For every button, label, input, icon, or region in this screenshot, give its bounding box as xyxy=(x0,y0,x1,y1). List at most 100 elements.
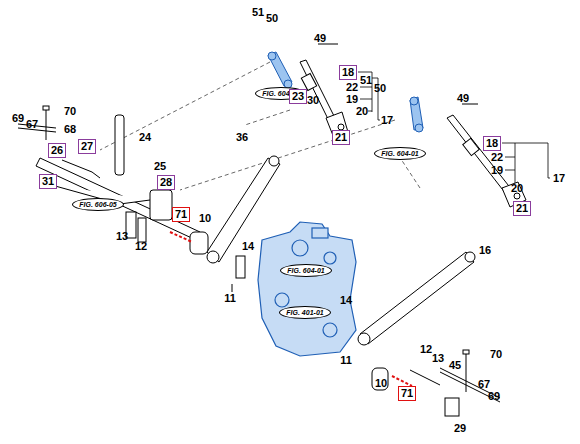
callout-number: 71 xyxy=(401,387,413,400)
figure-reference: FIG. 401-01 xyxy=(279,306,330,319)
lower-link xyxy=(190,232,208,254)
callout-number: 10 xyxy=(375,377,387,389)
callout-number: FIG. 604-01 xyxy=(287,266,324,275)
callout-number: 20 xyxy=(511,182,523,194)
callout-box: 18 xyxy=(483,136,501,151)
callout-number: 67 xyxy=(478,378,490,390)
callout-box: 28 xyxy=(157,175,175,190)
callout-number: 67 xyxy=(26,118,38,130)
lower-link xyxy=(372,368,388,390)
callout-number: 50 xyxy=(374,82,386,94)
bolt xyxy=(43,106,49,110)
callout-number: 19 xyxy=(491,164,503,176)
callout-number: FIG. 401-01 xyxy=(286,308,323,317)
lower-link xyxy=(445,398,459,416)
callout-number: 28 xyxy=(160,176,172,189)
bolt xyxy=(463,350,469,354)
bracket-line xyxy=(368,111,372,112)
rockshaft xyxy=(138,218,146,242)
callout-number: 13 xyxy=(432,352,444,364)
callout-box: 71 xyxy=(398,386,416,401)
lift-rod xyxy=(447,115,512,194)
callout-number: 31 xyxy=(42,175,54,188)
lift-arm xyxy=(410,97,418,105)
dashed-guide xyxy=(180,120,395,190)
lift-arm xyxy=(268,52,276,60)
callout-number: 13 xyxy=(116,230,128,242)
callout-box: 71 xyxy=(172,207,190,222)
callout-number: 45 xyxy=(449,359,461,371)
bracket-line xyxy=(505,170,515,171)
callout-number: 36 xyxy=(236,131,248,143)
callout-box: 31 xyxy=(39,174,57,189)
callout-number: 69 xyxy=(12,112,24,124)
transmission-housing xyxy=(258,222,356,356)
lower-link xyxy=(410,370,440,385)
callout-number: 69 xyxy=(488,390,500,402)
callout-number: 19 xyxy=(346,93,358,105)
transmission-housing xyxy=(312,228,328,238)
bracket-line xyxy=(515,143,548,178)
rockshaft xyxy=(62,160,100,178)
callout-number: 12 xyxy=(420,343,432,355)
lower-link xyxy=(360,252,474,344)
dashed-guide xyxy=(245,110,290,125)
rockshaft xyxy=(115,115,124,175)
lift-arm xyxy=(268,52,423,132)
callout-number: 50 xyxy=(266,12,278,24)
rockshaft xyxy=(150,190,172,220)
bolt xyxy=(440,368,500,402)
callout-number: 14 xyxy=(340,294,352,306)
callout-number: 17 xyxy=(553,172,565,184)
callout-number: 10 xyxy=(199,212,211,224)
callout-number: 71 xyxy=(175,208,187,221)
callout-number: 23 xyxy=(292,90,304,103)
figure-reference: FIG. 606-05 xyxy=(72,198,123,211)
callout-number: 30 xyxy=(307,94,319,106)
callout-number: 11 xyxy=(224,292,236,304)
callout-number: 11 xyxy=(340,354,352,366)
lower-link xyxy=(236,256,245,278)
lift-rod xyxy=(463,138,479,155)
lift-rod xyxy=(318,44,478,104)
callout-number: 22 xyxy=(346,81,358,93)
transmission-housing xyxy=(323,323,337,337)
bolt xyxy=(46,110,47,140)
callout-box: 21 xyxy=(332,130,350,145)
callout-number: 16 xyxy=(479,244,491,256)
callout-number: 70 xyxy=(64,105,76,117)
callout-number: 51 xyxy=(252,6,264,18)
callout-number: 68 xyxy=(64,123,76,135)
callout-number: 14 xyxy=(242,240,254,252)
bracket-line xyxy=(378,120,380,121)
bracket-line xyxy=(548,178,550,179)
callout-box: 18 xyxy=(339,65,357,80)
bracket-line xyxy=(358,72,550,190)
lift-arm xyxy=(415,124,423,132)
callout-number: FIG. 606-05 xyxy=(79,200,116,209)
rockshaft xyxy=(18,115,200,242)
locating-pin xyxy=(392,376,412,386)
bolt xyxy=(43,106,500,402)
transmission-housing xyxy=(258,222,356,356)
callout-number: 20 xyxy=(356,105,368,117)
callout-number: 12 xyxy=(135,240,147,252)
callout-number: 24 xyxy=(139,131,151,143)
transmission-housing xyxy=(292,240,308,256)
callout-number: 18 xyxy=(342,66,354,79)
callout-box: 27 xyxy=(78,139,96,154)
callout-number: 27 xyxy=(81,140,93,153)
lower-link xyxy=(207,251,219,263)
callout-number: 25 xyxy=(154,160,166,172)
callout-number: 51 xyxy=(360,74,372,86)
bracket-line xyxy=(360,99,372,100)
callout-box: 26 xyxy=(48,143,66,158)
callout-number: FIG. 604-01 xyxy=(381,149,418,158)
figure-reference: FIG. 604-01 xyxy=(280,264,331,277)
callout-number: 22 xyxy=(491,151,503,163)
lift-rod xyxy=(300,44,526,207)
callout-box: 23 xyxy=(289,89,307,104)
